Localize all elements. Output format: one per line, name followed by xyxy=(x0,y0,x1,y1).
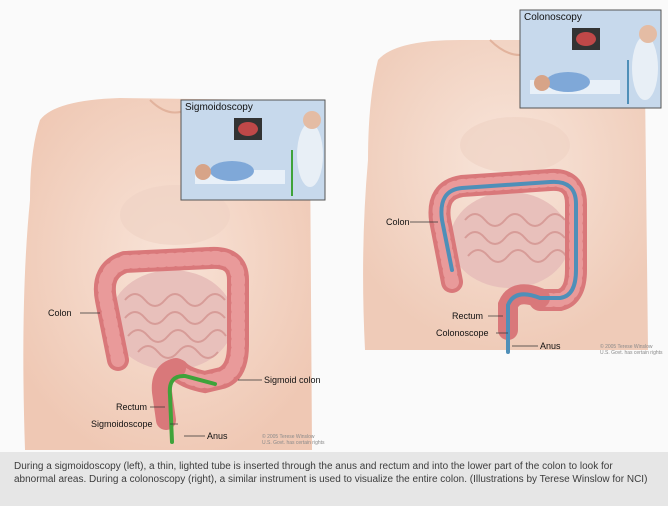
left-anus-label: Anus xyxy=(207,431,228,441)
right-copyright: © 2005 Terese Winslow U.S. Govt. has cer… xyxy=(600,344,663,356)
right-rectum-label: Rectum xyxy=(452,311,483,321)
left-rectum-label: Rectum xyxy=(116,402,147,412)
right-anus-label: Anus xyxy=(540,341,561,351)
anatomy-illustration xyxy=(0,0,668,452)
sigmoidoscope-label: Sigmoidoscope xyxy=(91,419,153,429)
colonoscope-label: Colonoscope xyxy=(436,328,489,338)
sigmoidoscopy-inset-title: Sigmoidoscopy xyxy=(185,102,253,113)
sigmoidoscopy-inset xyxy=(181,100,325,200)
right-colon-label: Colon xyxy=(386,217,410,227)
left-colon-label: Colon xyxy=(48,308,72,318)
sigmoid-colon-label: Sigmoid colon xyxy=(264,375,321,385)
right-copyright-line-2: U.S. Govt. has certain rights xyxy=(600,350,663,356)
right-small-intestine xyxy=(450,192,570,288)
left-small-intestine xyxy=(110,270,234,370)
illustration: Sigmoidoscopy Colonoscopy Colon Sigmoid … xyxy=(0,0,668,452)
figure-caption: During a sigmoidoscopy (left), a thin, l… xyxy=(0,452,668,506)
colonoscopy-inset xyxy=(520,10,661,108)
left-copyright-line-2: U.S. Govt. has certain rights xyxy=(262,440,325,446)
colonoscopy-inset-title: Colonoscopy xyxy=(524,12,582,23)
left-copyright: © 2005 Terese Winslow U.S. Govt. has cer… xyxy=(262,434,325,446)
